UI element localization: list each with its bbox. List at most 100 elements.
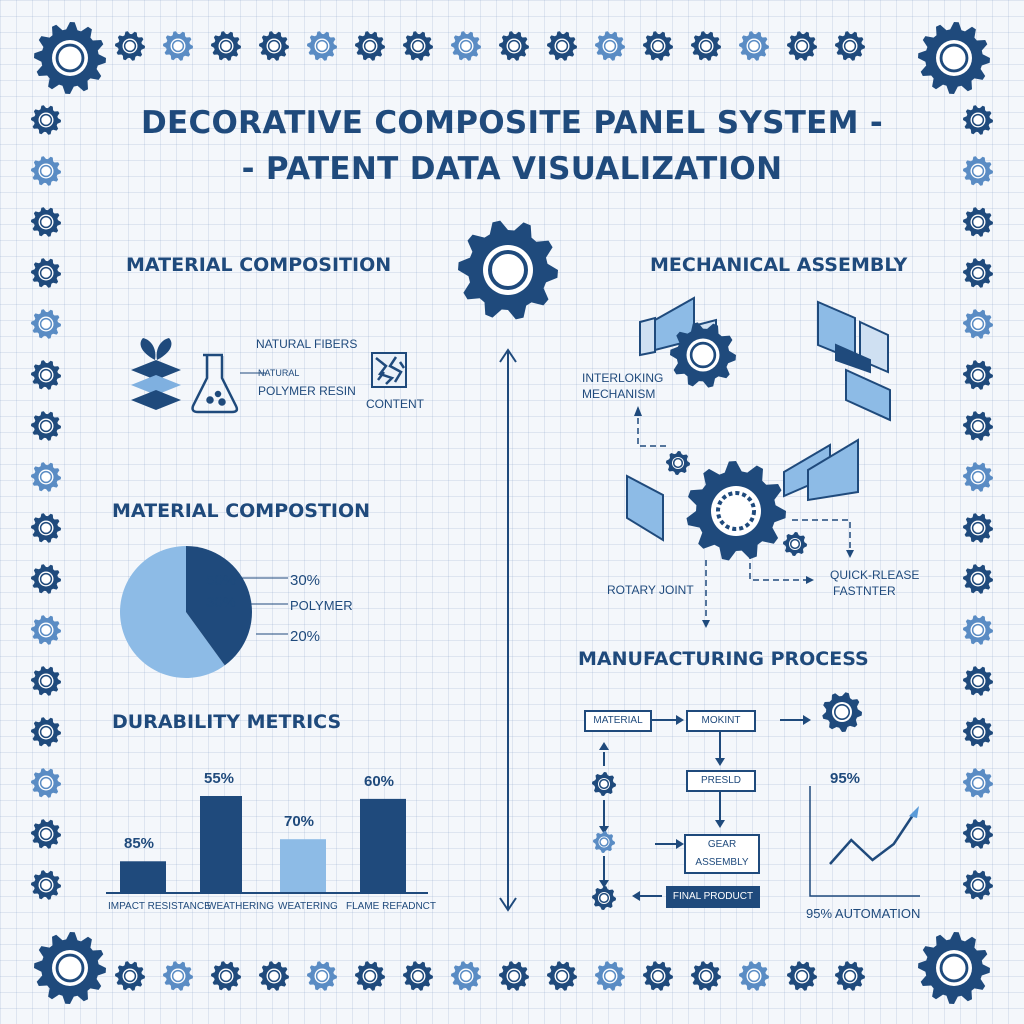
gear-icon xyxy=(963,207,993,237)
gear-icon xyxy=(403,961,433,991)
durability-heading: DURABILITY METRICS xyxy=(112,711,342,733)
gear-icon xyxy=(592,886,616,910)
fastener-label: FASTNTER xyxy=(833,584,896,598)
bar-value-label: 60% xyxy=(364,772,395,790)
bar-category-label: IMPACT RESISTANCE xyxy=(108,901,211,912)
gear-icon xyxy=(643,961,673,991)
pie-label-polymer: POLYMER xyxy=(290,598,353,613)
gear-icon xyxy=(963,513,993,543)
bar-category-label: WEATERING xyxy=(278,901,338,912)
gear-icon xyxy=(31,870,61,900)
gear-icon xyxy=(31,717,61,747)
bar xyxy=(200,796,242,892)
bar xyxy=(360,798,406,892)
gear-icon xyxy=(963,258,993,288)
gear-icon xyxy=(595,31,625,61)
process-gear-box: GEAR ASSEMBLY xyxy=(684,834,760,874)
automation-label: 95% AUTOMATION xyxy=(806,906,921,921)
gear-icon xyxy=(34,22,106,94)
page-title: DECORATIVE COMPOSITE PANEL SYSTEM - - PA… xyxy=(140,105,884,187)
gear-icon xyxy=(307,961,337,991)
line-arrow-head xyxy=(909,806,919,818)
gear-icon xyxy=(963,615,993,645)
gear-icon xyxy=(31,207,61,237)
bar-category-label: FLAME REFADNCT xyxy=(346,901,437,912)
bar-value-label: 85% xyxy=(124,835,155,853)
gear-icon xyxy=(31,666,61,696)
gear-icon xyxy=(547,31,577,61)
pie-slice xyxy=(120,546,225,679)
gear-icon xyxy=(918,932,990,1004)
gear-icon xyxy=(963,564,993,594)
gear-icon xyxy=(643,31,673,61)
process-press-box: PRESLD xyxy=(686,770,756,792)
gear-icon xyxy=(307,31,337,61)
gear-icon xyxy=(963,360,993,390)
fiber-texture-icon xyxy=(371,352,407,388)
gear-icon xyxy=(835,961,865,991)
process-final-box: FINAL PRODUCT xyxy=(666,886,760,908)
gear-icon xyxy=(739,31,769,61)
gear-icon xyxy=(592,772,616,796)
gear-icon xyxy=(822,692,862,732)
process-material-box: MATERIAL xyxy=(584,710,652,732)
gear-icon xyxy=(739,961,769,991)
gear-icon xyxy=(211,961,241,991)
quick-release-label: QUICK-RLEASE xyxy=(830,568,920,582)
line-series xyxy=(829,811,917,865)
gear-icon xyxy=(963,105,993,135)
gear-icon xyxy=(451,31,481,61)
gear-icon xyxy=(595,961,625,991)
gear-icon xyxy=(783,532,807,556)
leaf-layers-icon xyxy=(131,338,181,410)
gear-icon xyxy=(963,768,993,798)
gear-icon xyxy=(34,932,106,1004)
flask-icon xyxy=(191,353,239,414)
gear-icon xyxy=(31,768,61,798)
gear-icon xyxy=(31,564,61,594)
pie-label-50: 50% xyxy=(206,572,237,589)
material-compostion-heading: MATERIAL COMPOSTION xyxy=(112,500,371,522)
gear-icon xyxy=(963,309,993,339)
gear-icon xyxy=(593,831,615,853)
bar-value-label: 55% xyxy=(204,770,235,787)
gear-icon xyxy=(115,31,145,61)
bar-category-label: WEATHERING xyxy=(207,901,275,912)
gear-icon xyxy=(963,819,993,849)
gear-icon xyxy=(451,961,481,991)
gear-icon xyxy=(963,156,993,186)
gear-icon xyxy=(499,961,529,991)
gear-icon xyxy=(787,961,817,991)
gear-icon xyxy=(458,220,558,320)
gear-icon xyxy=(259,961,289,991)
manufacturing-heading: MANUFACTURING PROCESS xyxy=(578,648,869,670)
polymer-resin-label: POLYMER RESIN xyxy=(258,384,356,398)
gear-icon xyxy=(163,31,193,61)
content-label: CONTENT xyxy=(366,397,424,411)
gear-icon xyxy=(355,31,385,61)
bar xyxy=(280,839,326,892)
gear-icon xyxy=(918,22,990,94)
rotary-joint-label: ROTARY JOINT xyxy=(607,583,694,597)
mechanism-label: MECHANISM xyxy=(582,387,656,401)
gear-icon xyxy=(963,717,993,747)
gear-icon xyxy=(31,462,61,492)
gear-icon xyxy=(31,819,61,849)
gear-icon xyxy=(31,105,61,135)
gear-icon xyxy=(670,322,736,388)
gear-icon xyxy=(355,961,385,991)
gear-icon xyxy=(963,666,993,696)
gear-icon xyxy=(691,961,721,991)
gear-icon xyxy=(835,31,865,61)
bar-value-label: 70% xyxy=(284,813,315,831)
material-composition-heading: MATERIAL COMPOSITION xyxy=(126,254,392,276)
gear-icon xyxy=(211,31,241,61)
gear-icon xyxy=(787,31,817,61)
gear-icon xyxy=(31,615,61,645)
